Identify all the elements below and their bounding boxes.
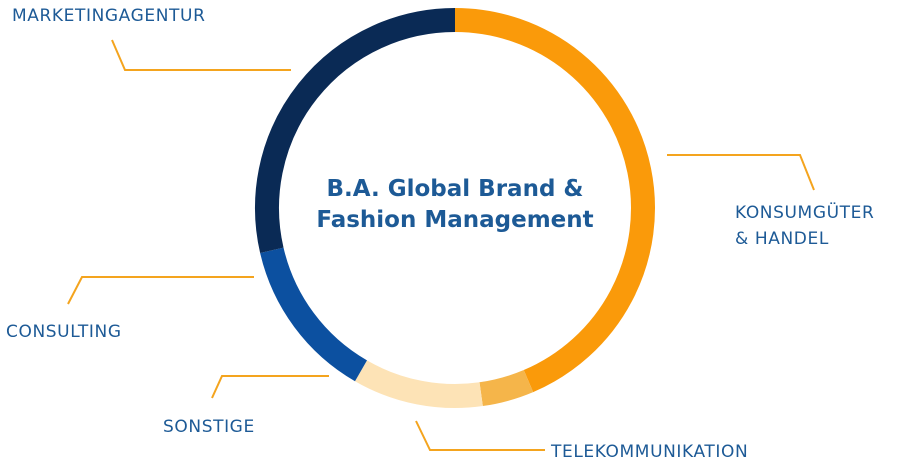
donut-segment-0 — [454, 8, 655, 393]
segment-label-0-line-1: & HANDEL — [735, 229, 829, 249]
leader-lines — [67, 39, 815, 451]
segment-label-4-line-0: MARKETINGAGENTUR — [12, 6, 206, 26]
leader-line-3 — [67, 276, 254, 305]
segment-label-2-line-0: SONSTIGE — [163, 417, 255, 437]
segment-label-0-line-0: KONSUMGÜTER — [735, 201, 874, 223]
leader-line-2 — [211, 375, 329, 399]
donut-ring — [255, 8, 655, 408]
leader-line-0 — [667, 154, 815, 191]
donut-segment-4 — [255, 8, 456, 253]
center-title-line-2: Fashion Management — [316, 207, 593, 233]
donut-segment-3 — [260, 247, 368, 382]
segment-label-3-line-0: CONSULTING — [6, 322, 122, 342]
donut-segment-1 — [479, 369, 534, 407]
segment-labels: KONSUMGÜTER & HANDEL TELEKOMMUNIKATION SONS… — [6, 6, 874, 462]
donut-segment-2 — [355, 360, 483, 408]
segment-label-1-line-0: TELEKOMMUNIKATION — [550, 442, 748, 462]
center-title-line-1: B.A. Global Brand & — [327, 176, 584, 202]
leader-line-1 — [415, 420, 545, 451]
leader-line-4 — [111, 39, 291, 71]
